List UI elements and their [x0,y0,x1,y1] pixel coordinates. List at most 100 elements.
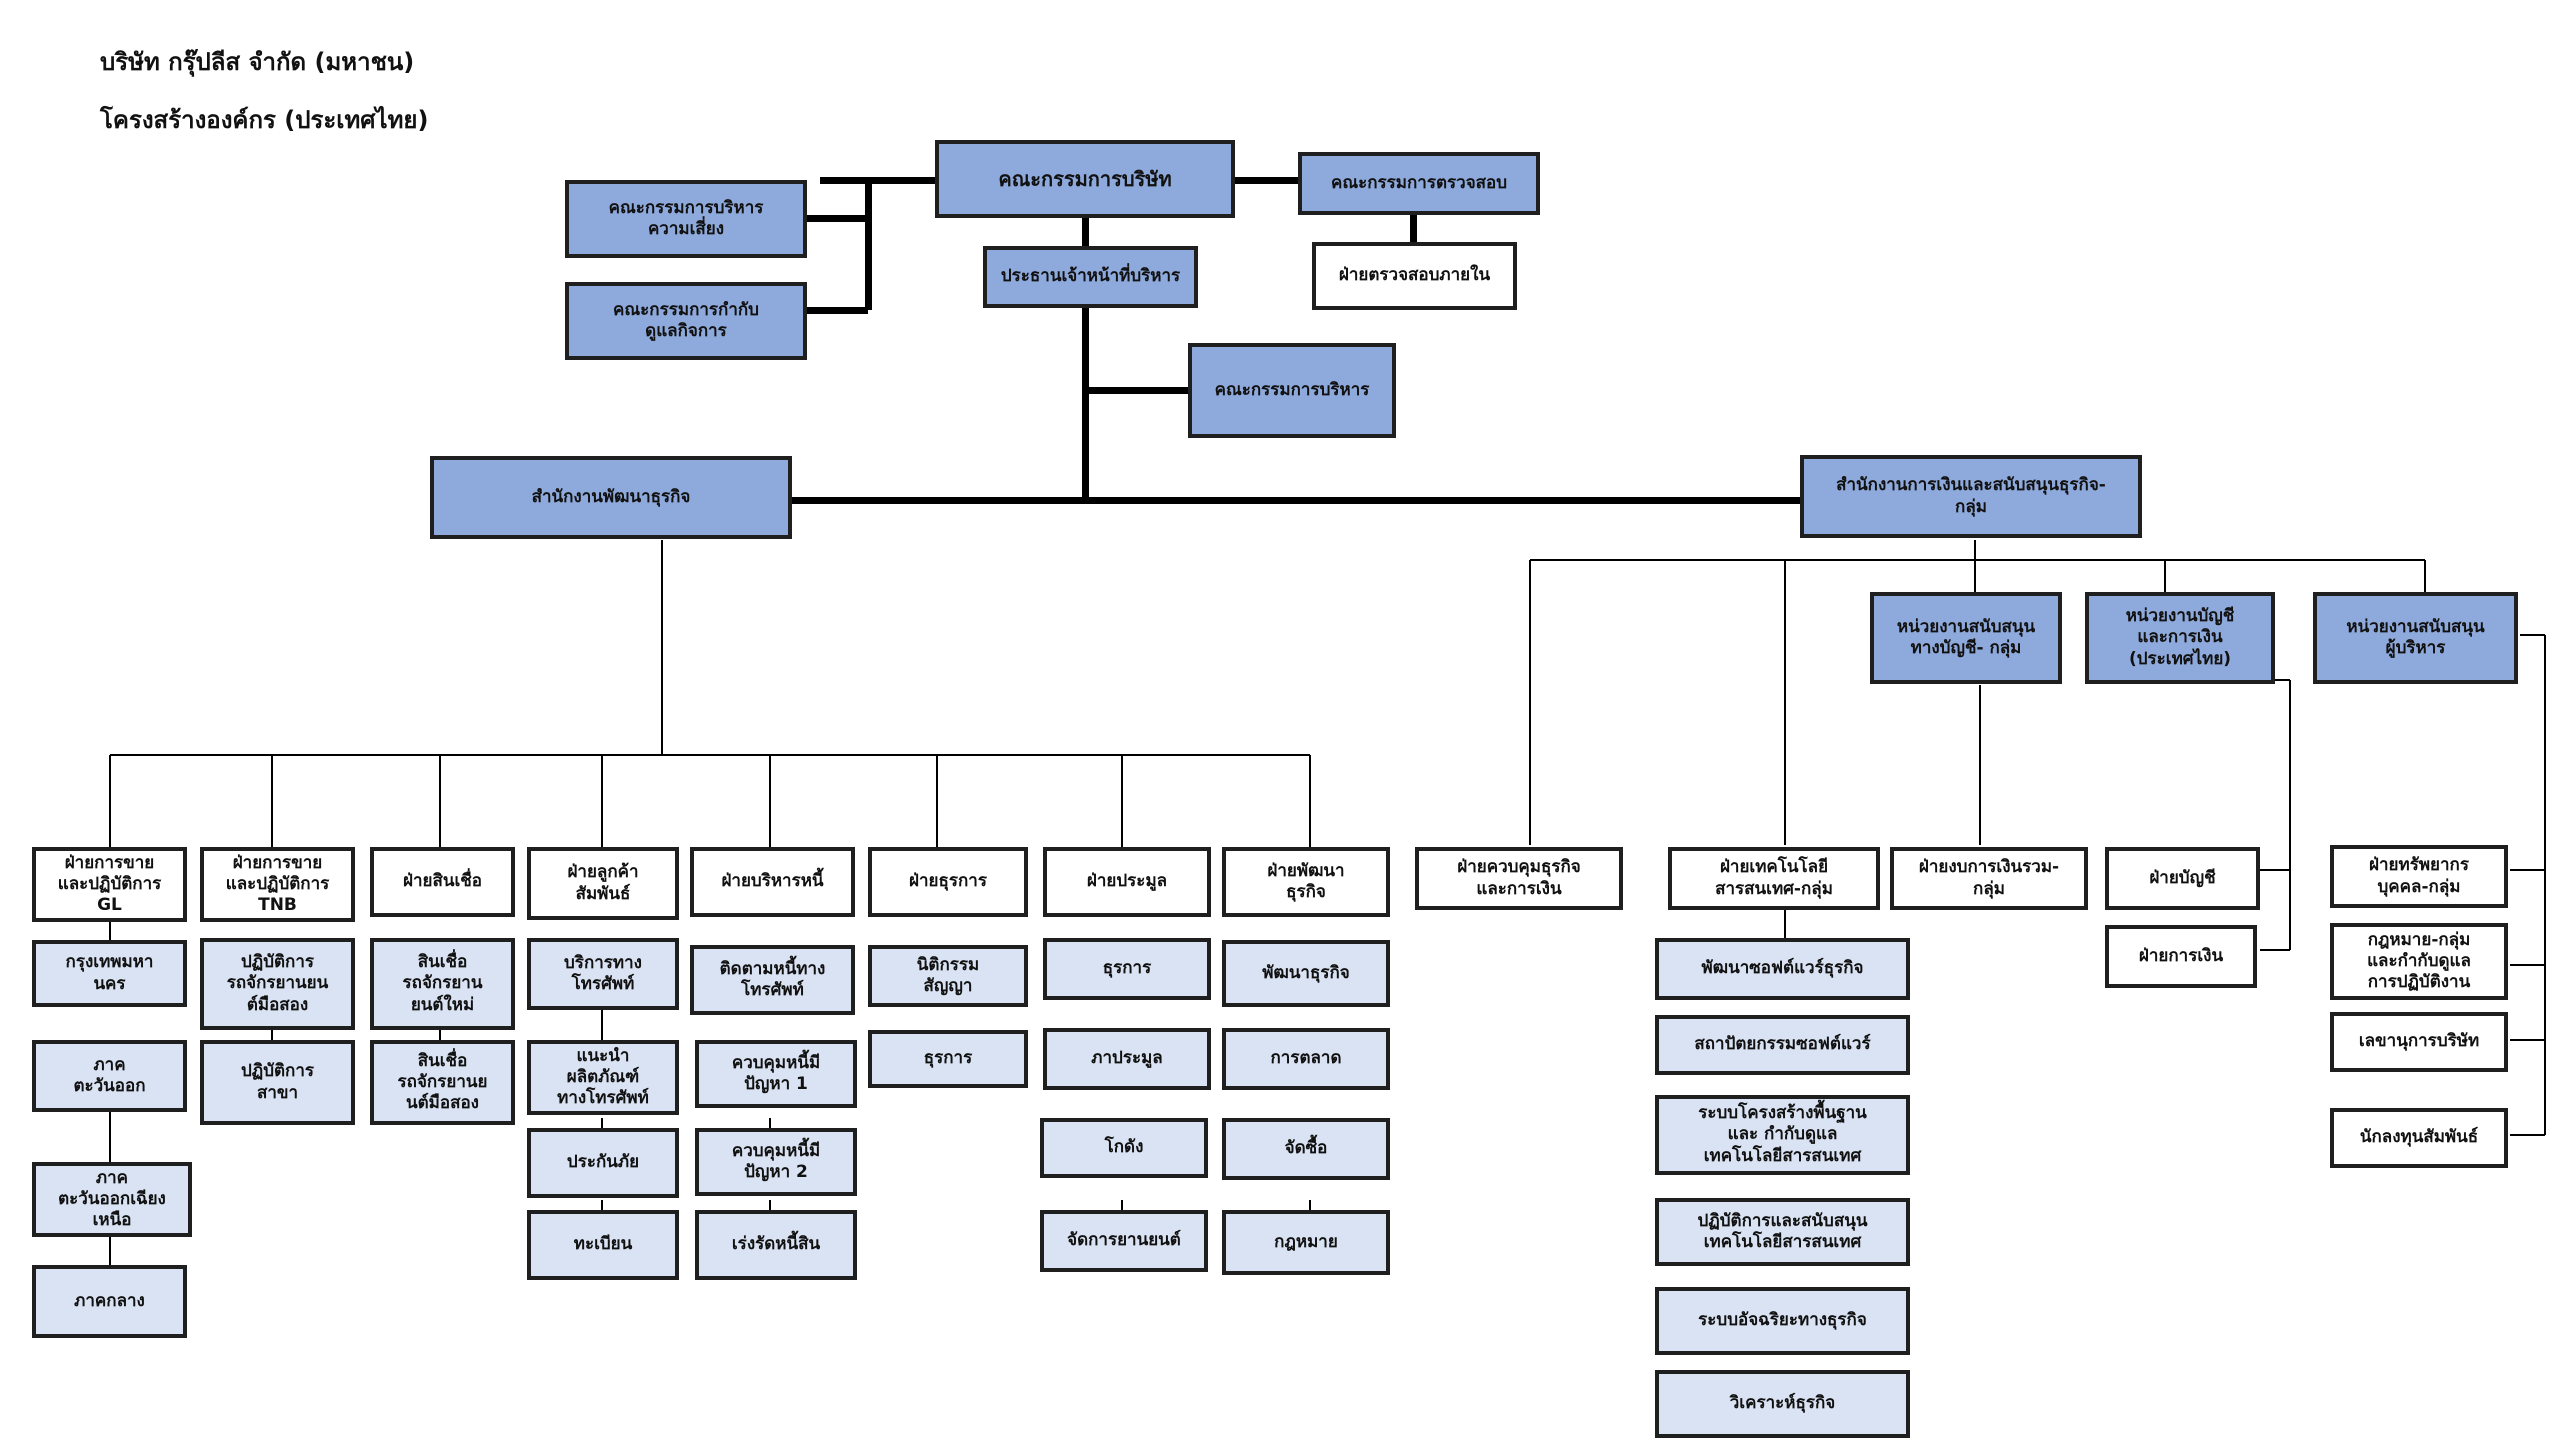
box-investor-rel: นักลงทุนสัมพันธ์ [2330,1108,2508,1168]
connector-line [769,1118,771,1130]
connector-line [1974,540,1976,560]
box-registration: ทะเบียน [527,1210,679,1280]
connector-line [1409,215,1417,245]
connector-line [1081,215,1089,500]
box-biz-dev-dept: ฝ่ายพัฒนา ธุรกิจ [1222,847,1390,917]
connector-line [109,1112,111,1162]
connector-line [790,496,1800,504]
box-it-ops: ปฏิบัติการและสนับสนุน เทคโนโลยีสารสนเทศ [1655,1198,1910,1266]
box-ceo: ประธานเจ้าหน้าที่บริหาร [983,246,1198,308]
box-used-moto-ops: ปฏิบัติการ รถจักรยานยน ต์มือสอง [200,938,355,1030]
connector-line [2260,869,2290,871]
box-audit-committee: คณะกรรมการตรวจสอบ [1298,152,1540,215]
connector-line [864,180,872,310]
box-phone-service: บริการทาง โทรศัพท์ [527,938,679,1010]
box-northeast: ภาค ตะวันออกเฉียง เหนือ [32,1162,192,1237]
connector-line [2510,1039,2545,1041]
box-acc-support: หน่วยงานสนับสนุน ทางบัญชี- กลุ่ม [1870,592,2062,684]
box-exec-committee: คณะกรรมการบริหาร [1188,343,1396,438]
box-new-moto-credit: สินเชื่อ รถจักรยาน ยนต์ใหม่ [370,938,515,1030]
box-board: คณะกรรมการบริษัท [935,140,1235,218]
box-sw-arch: สถาปัตยกรรมซอฟต์แวร์ [1655,1015,1910,1075]
connector-line [1085,386,1190,394]
box-exec-support: หน่วยงานสนับสนุน ผู้บริหาร [2313,592,2518,684]
connector-line [439,755,441,850]
connector-line [271,1030,273,1040]
connector-line [109,755,111,850]
connector-line [1309,755,1311,850]
connector-line [2520,634,2545,636]
connector-line [1974,560,1976,592]
connector-line [1121,755,1123,850]
box-debt-mgmt: ฝ่ายบริหารหนี้ [690,847,855,917]
box-central: ภาคกลาง [32,1265,187,1338]
box-biz-dev-sub: พัฒนาธุรกิจ [1222,940,1390,1007]
connector-line [805,214,868,222]
box-infra: ระบบโครงสร้างพื้นฐาน และ กำกับดูแล เทคโน… [1655,1095,1910,1175]
connector-line [1979,685,1981,845]
box-acc-fin-unit: หน่วยงานบัญชี และการเงิน (ประเทศไทย) [2085,592,2275,684]
box-finance: ฝ่ายการเงิน [2105,925,2257,988]
box-sales-gl: ฝ่ายการขาย และปฏิบัติการ GL [32,847,187,922]
connector-line [1309,1200,1311,1210]
chart-subtitle: โครงสร้างองค์กร (ประเทศไทย) [100,106,429,134]
box-phone-product: แนะนำ ผลิตภัณฑ์ ทางโทรศัพท์ [527,1040,679,1115]
box-finance-office: สำนักงานการเงินและสนับสนุนธุรกิจ- กลุ่ม [1800,455,2142,538]
connector-line [820,176,940,184]
box-governance-committee: คณะกรรมการกำกับ ดูแลกิจการ [565,282,807,360]
connector-line [769,1200,771,1210]
box-npl2: ควบคุมหนี้มี ปัญหา 2 [695,1128,857,1196]
box-internal-audit: ฝ่ายตรวจสอบภายใน [1312,242,1517,310]
box-credit: ฝ่ายสินเชื่อ [370,847,515,917]
box-warehouse: โกดัง [1040,1118,1208,1178]
connector-line [109,920,111,940]
company-name: บริษัท กรุ๊ปลีส จำกัด (มหาชน) [100,48,415,76]
box-auction-sub: ภาประมูล [1043,1028,1211,1090]
box-npl1: ควบคุมหนี้มี ปัญหา 1 [695,1040,857,1108]
connector-line [2510,964,2545,966]
connector-line [1784,560,1786,845]
connector-line [936,755,938,850]
box-marketing: การตลาด [1222,1028,1390,1090]
connector-line [2510,1134,2545,1136]
box-legal-contract: นิติกรรม สัญญา [868,945,1028,1007]
box-bi: ระบบอัจฉริยะทางธุรกิจ [1655,1287,1910,1355]
connector-line [1230,176,1300,184]
box-corp-secretary: เลขานุการบริษัท [2330,1012,2508,1072]
box-cust-rel: ฝ่ายลูกค้า สัมพันธ์ [527,847,679,920]
box-bangkok: กรุงเทพมหา นคร [32,940,187,1007]
connector-line [2164,560,2166,592]
connector-line [1529,560,1531,845]
box-branch-ops: ปฏิบัติการ สาขา [200,1040,355,1125]
connector-line [109,1222,111,1265]
connector-line [2424,560,2426,592]
connector-line [601,1200,603,1210]
box-asset-recovery: เร่งรัดหนี้สิน [695,1210,857,1280]
box-admin-sub: ธุรการ [868,1030,1028,1088]
box-auction-admin: ธุรการ [1043,938,1211,1000]
box-sales-tnb: ฝ่ายการขาย และปฏิบัติการ TNB [200,847,355,922]
box-legal-compliance: กฎหมาย-กลุ่ม และกำกับดูแล การปฏิบัติงาน [2330,923,2508,1000]
box-analytics: วิเคราะห์ธุรกิจ [1655,1370,1910,1438]
box-group-budget: ฝ่ายงบการเงินรวม- กลุ่ม [1890,847,2088,910]
connector-line [805,306,868,314]
box-procurement: จัดซื้อ [1222,1118,1390,1180]
connector-line [2510,869,2545,871]
connector-line [769,755,771,850]
connector-line [601,1118,603,1130]
connector-line [1530,559,2425,561]
box-biz-fin-control: ฝ่ายควบคุมธุรกิจ และการเงิน [1415,847,1623,910]
box-used-moto-credit: สินเชื่อ รถจักรยานย นต์มือสอง [370,1040,515,1125]
box-insurance: ประกันภัย [527,1128,679,1198]
box-risk-committee: คณะกรรมการบริหาร ความเสี่ยง [565,180,807,258]
connector-line [2275,679,2290,681]
connector-line [601,755,603,850]
box-sw-dev: พัฒนาซอฟต์แวร์ธุรกิจ [1655,938,1910,1000]
connector-line [2260,949,2290,951]
connector-line [1784,910,1786,940]
connector-line [110,754,1310,756]
box-biz-dev-office: สำนักงานพัฒนาธุรกิจ [430,456,792,539]
box-accounting: ฝ่ายบัญชี [2105,847,2260,910]
connector-line [271,755,273,850]
